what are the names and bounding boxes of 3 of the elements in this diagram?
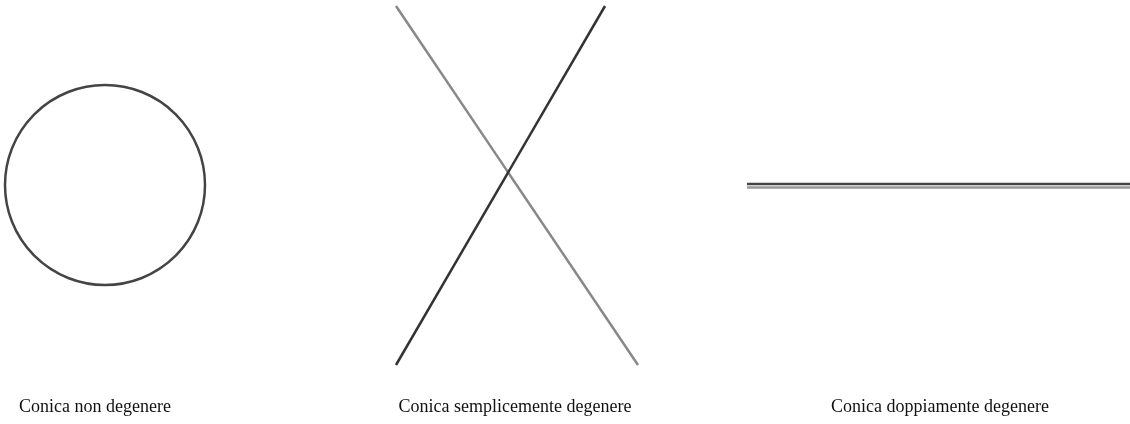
caption: Conica doppiamente degenere [831,396,1049,417]
caption: Conica semplicemente degenere [398,396,632,417]
caption: Conica non degenere [19,396,171,417]
